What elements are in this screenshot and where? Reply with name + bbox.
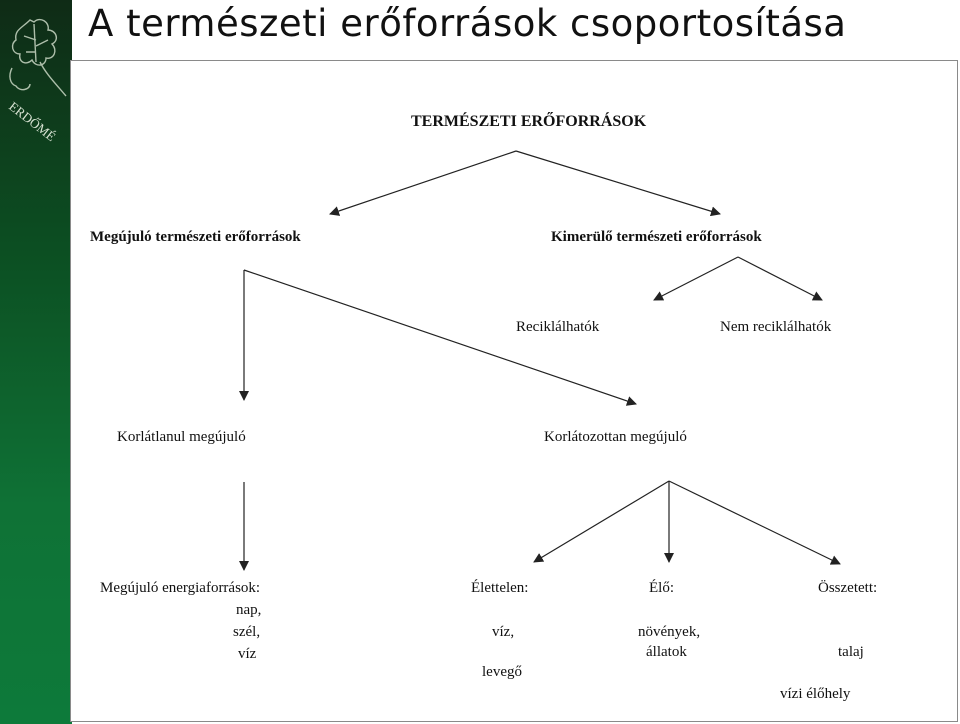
node-energy-label: Megújuló energiaforrások: — [100, 580, 261, 596]
node-nonliving-item-water: víz, — [492, 624, 515, 640]
node-exhaustible: Kimerülő természeti erőforrások — [551, 229, 762, 245]
node-complex-label: Összetett: — [818, 580, 878, 596]
node-root: TERMÉSZETI ERŐFORRÁSOK — [411, 113, 647, 130]
node-recyclable: Reciklálhatók — [516, 319, 600, 335]
node-renewable: Megújuló természeti erőforrások — [90, 229, 301, 245]
node-living-item-animals: állatok — [646, 644, 687, 660]
node-complex-item-habitat: vízi élőhely — [780, 686, 851, 702]
node-energy-item-water: víz — [238, 646, 257, 662]
node-complex-item-soil: talaj — [838, 644, 864, 660]
node-non-recyclable: Nem reciklálhatók — [720, 319, 832, 335]
node-living-label: Élő: — [649, 580, 674, 596]
node-living-item-plants: növények, — [638, 624, 701, 640]
node-limited: Korlátozottan megújuló — [544, 429, 687, 445]
node-energy-item-sun: nap, — [236, 602, 262, 618]
logo-letters: ERDŐMÉ — [6, 99, 59, 145]
oak-leaf-logo-icon: ERDŐMÉ — [6, 18, 67, 145]
slide-title: A természeti erőforrások csoportosítása — [88, 2, 847, 45]
node-nonliving-item-air: levegő — [482, 664, 522, 680]
node-energy-item-wind: szél, — [233, 624, 261, 640]
node-nonliving-label: Élettelen: — [471, 580, 529, 596]
node-unlimited: Korlátlanul megújuló — [117, 429, 246, 445]
green-sidebar: ERDŐMÉ — [0, 0, 72, 724]
